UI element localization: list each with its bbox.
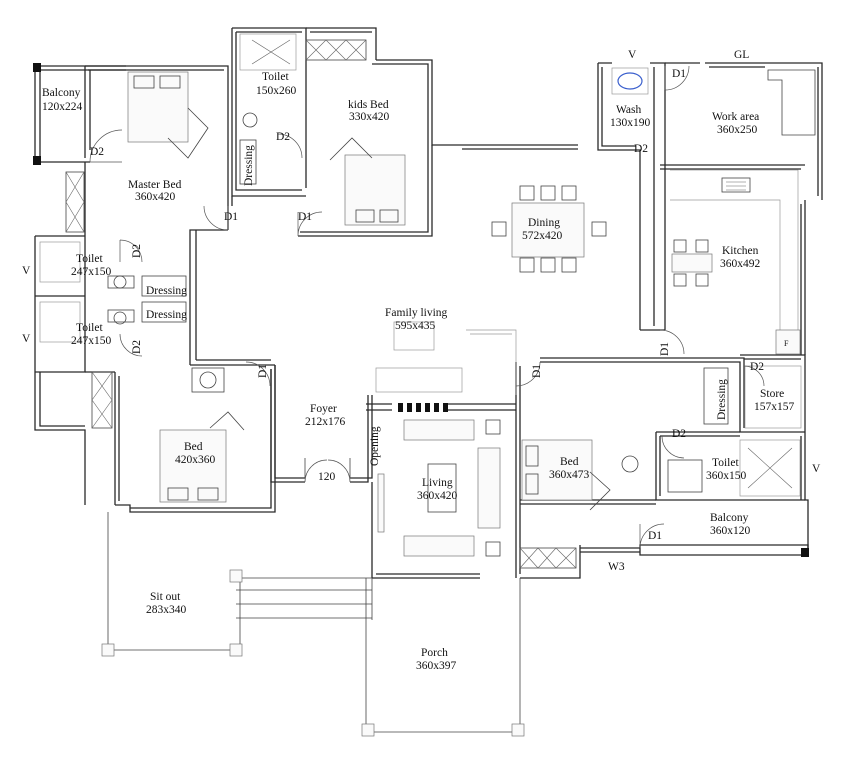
room-toilet-top-name: Toilet — [262, 71, 289, 83]
room-sit-out-size: 283x340 — [146, 604, 187, 616]
room-labels: Balcony 120x224 Master Bed 360x420 Toile… — [42, 71, 795, 672]
window-mark-w3: W3 — [608, 561, 625, 573]
room-master-bed-name: Master Bed — [128, 179, 182, 191]
room-porch-size: 360x397 — [416, 660, 457, 672]
room-porch-name: Porch — [421, 647, 448, 659]
window-mark-v: V — [22, 333, 31, 345]
room-family-living-name: Family living — [385, 307, 448, 319]
room-toilet-left2-name: Toilet — [76, 322, 103, 334]
window-mark-v: V — [22, 265, 31, 277]
window-mark-v: V — [812, 463, 821, 475]
room-family-living-size: 595x435 — [395, 320, 436, 332]
room-wash-name: Wash — [616, 104, 642, 116]
fridge-mark: F — [784, 339, 789, 348]
door-mark-d1: D1 — [298, 211, 312, 223]
room-work-area-size: 360x250 — [717, 124, 758, 136]
opening-grille — [398, 403, 448, 412]
jaali-panels — [65, 39, 577, 569]
room-foyer-name: Foyer — [310, 403, 337, 415]
room-store-size: 157x157 — [754, 401, 795, 413]
door-mark-d2: D2 — [131, 244, 143, 258]
foyer-door-width: 120 — [318, 471, 336, 483]
door-mark-d1: D1 — [531, 364, 543, 378]
door-mark-d2: D2 — [750, 361, 764, 373]
door-mark-d1: D1 — [672, 68, 686, 80]
door-mark-d2: D2 — [90, 146, 104, 158]
room-dressing-left2: Dressing — [146, 309, 187, 321]
room-kids-bed-name: kids Bed — [348, 99, 389, 111]
corner-post — [33, 156, 41, 165]
door-mark-d1: D1 — [648, 530, 662, 542]
corner-post — [801, 548, 809, 557]
room-balcony-left-name: Balcony — [42, 87, 81, 99]
window-mark-v: V — [628, 49, 637, 61]
room-dressing-right: Dressing — [716, 379, 728, 420]
room-toilet-left1-name: Toilet — [76, 253, 103, 265]
room-balcony-right-name: Balcony — [710, 512, 749, 524]
room-toilet-right-name: Toilet — [712, 457, 739, 469]
door-mark-d1: D1 — [257, 364, 269, 378]
walls — [34, 27, 823, 579]
room-kitchen-name: Kitchen — [722, 245, 759, 257]
room-toilet-top-size: 150x260 — [256, 85, 297, 97]
corner-post — [33, 63, 41, 72]
room-bed-left-name: Bed — [184, 441, 203, 453]
door-mark-d2: D2 — [131, 340, 143, 354]
room-toilet-right-size: 360x150 — [706, 470, 747, 482]
room-work-area-name: Work area — [712, 111, 759, 123]
door-mark-d2: D2 — [672, 428, 686, 440]
room-dressing-left1: Dressing — [146, 285, 187, 297]
furniture — [39, 33, 816, 557]
door-mark-d2: D2 — [276, 131, 290, 143]
room-wash-size: 130x190 — [610, 117, 651, 129]
room-kids-bed-size: 330x420 — [349, 111, 390, 123]
room-living-name: Living — [422, 477, 453, 489]
room-store-name: Store — [760, 388, 784, 400]
room-bed-right-name: Bed — [560, 456, 579, 468]
room-foyer-size: 212x176 — [305, 416, 346, 428]
porch-structure — [101, 512, 525, 737]
door-mark-d2: D2 — [634, 143, 648, 155]
room-master-bed-size: 360x420 — [135, 191, 176, 203]
door-swings — [89, 65, 765, 549]
room-kitchen-size: 360x492 — [720, 258, 761, 270]
door-mark-d1: D1 — [659, 342, 671, 356]
room-toilet-left1-size: 247x150 — [71, 266, 112, 278]
room-dining-size: 572x420 — [522, 230, 563, 242]
door-marks: D2 D2 D1 D1 D2 D2 D1 D1 D2 D1 D1 D2 D2 D… — [22, 49, 821, 573]
room-toilet-left2-size: 247x150 — [71, 335, 112, 347]
door-mark-d1: D1 — [224, 211, 238, 223]
window-mark-gl: GL — [734, 49, 749, 61]
room-balcony-left-size: 120x224 — [42, 101, 83, 113]
room-sit-out-name: Sit out — [150, 591, 181, 603]
opening-label: Opening — [369, 426, 381, 466]
room-balcony-right-size: 360x120 — [710, 525, 751, 537]
room-dining-name: Dining — [528, 217, 560, 229]
room-bed-right-size: 360x473 — [549, 469, 590, 481]
room-living-size: 360x420 — [417, 490, 458, 502]
room-bed-left-size: 420x360 — [175, 454, 216, 466]
room-dressing-top: Dressing — [243, 145, 255, 186]
